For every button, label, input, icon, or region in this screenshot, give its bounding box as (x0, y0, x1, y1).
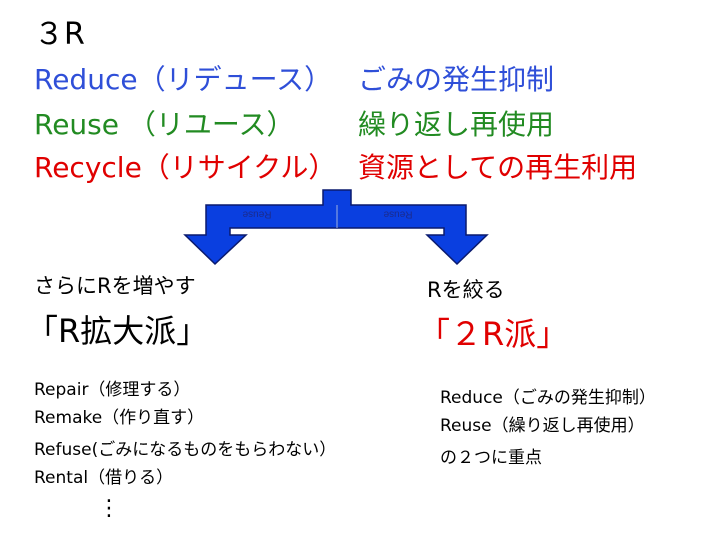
left-lead: さらにRを増やす (34, 274, 196, 298)
recycle-meaning: 資源としての再生利用 (358, 151, 638, 184)
right-lead: Rを絞る (427, 278, 505, 302)
branch-right-tag: Reuse (383, 208, 412, 219)
slide-title: ３R (34, 17, 85, 52)
branch-left-tag: Reuse (242, 208, 271, 219)
left-item-refuse: Refuse(ごみになるものをもらわない） (34, 440, 337, 460)
left-school: 「R拡大派」 (26, 312, 209, 350)
right-item-reduce: Reduce（ごみの発生抑制） (440, 388, 656, 408)
right-item-focus: の２つに重点 (440, 448, 542, 468)
reduce-term: Reduce（リデュース） (34, 63, 333, 96)
left-item-remake: Remake（作り直す） (34, 408, 205, 428)
right-item-reuse: Reuse（繰り返し再使用） (440, 416, 645, 436)
right-school: 「２R派」 (418, 315, 569, 353)
reuse-meaning: 繰り返し再使用 (358, 108, 555, 141)
left-item-repair: Repair（修理する） (34, 380, 191, 400)
branch-arrow-shape (183, 189, 489, 266)
reduce-meaning: ごみの発生抑制 (358, 63, 555, 96)
reuse-term: Reuse （リユース） (34, 108, 295, 141)
recycle-term: Recycle（リサイクル） (34, 151, 337, 184)
left-list-more: ⋮ (98, 496, 120, 521)
left-item-rental: Rental（借りる） (34, 468, 174, 488)
